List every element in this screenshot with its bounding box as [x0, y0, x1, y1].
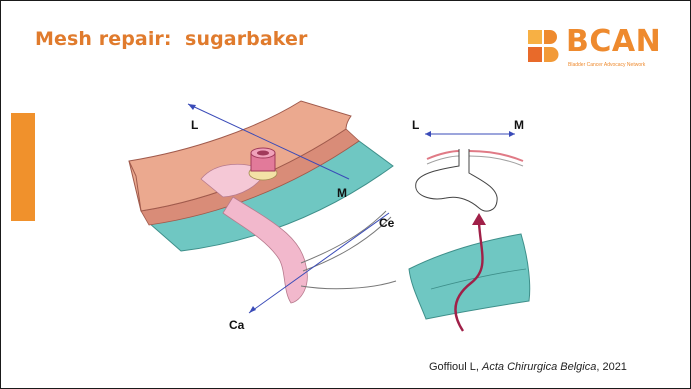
right-figure: L M	[409, 118, 530, 331]
citation-journal: Acta Chirurgica Belgica	[482, 361, 596, 373]
ureter-line-3	[301, 281, 396, 289]
left-figure: L M Ce Ca	[129, 101, 396, 332]
ureter-line-1	[301, 211, 386, 263]
mesh-cross-section	[409, 234, 530, 319]
label-lateral-left: L	[191, 118, 198, 132]
citation-year: , 2021	[596, 361, 627, 373]
citation: Goffioul L, Acta Chirurgica Belgica, 202…	[429, 361, 627, 373]
label-lateral-right: L	[412, 118, 419, 132]
citation-authors: Goffioul L,	[429, 361, 482, 373]
label-medial-left: M	[337, 186, 347, 200]
label-caudal: Ca	[229, 318, 245, 332]
label-medial-right: M	[514, 118, 524, 132]
ureter-line-2	[303, 217, 391, 271]
label-cephalad: Ce	[379, 216, 395, 230]
